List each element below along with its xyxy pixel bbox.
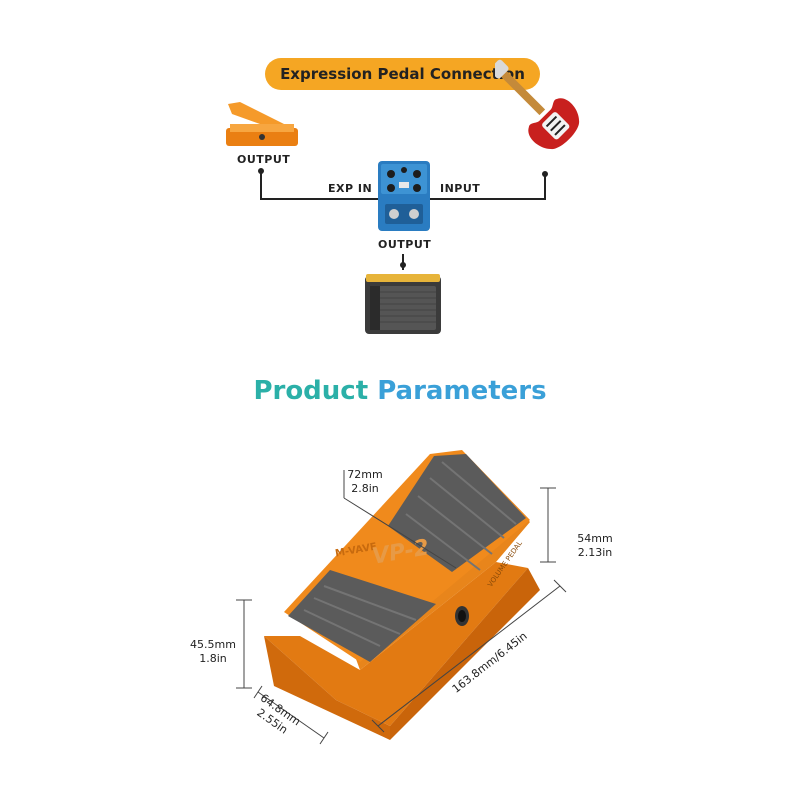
wire-pin — [400, 262, 406, 268]
dim-height-front-in: 1.8in — [199, 652, 227, 665]
amplifier-icon — [365, 274, 441, 334]
wire-pedal-down — [260, 173, 262, 199]
dim-height-front: 45.5mm 1.8in — [188, 638, 238, 666]
effect-pedal-icon — [378, 161, 430, 231]
dim-height-back-mm: 54mm — [577, 532, 613, 545]
product-parameters-title: Product Parameters — [0, 376, 800, 406]
product-pedal-image — [264, 450, 540, 740]
guitar-icon — [495, 59, 580, 150]
title-part-1: Product — [253, 376, 378, 406]
dim-height-back: 54mm 2.13in — [570, 532, 620, 560]
pedal-output-label: OUTPUT — [237, 153, 291, 166]
wire-guitar-down — [544, 176, 546, 200]
dim-height-back-in: 2.13in — [577, 546, 613, 559]
effect-output-label: OUTPUT — [378, 238, 432, 251]
input-label: INPUT — [440, 182, 481, 195]
connection-title: Expression Pedal Connection — [280, 65, 525, 83]
wire-pin — [542, 171, 548, 177]
dim-width-top-mm: 72mm — [347, 468, 383, 481]
wire-effect-to-guitar — [430, 198, 546, 200]
title-part-2: Parameters — [377, 376, 547, 406]
wire-pedal-to-effect — [260, 198, 380, 200]
dim-width-top: 72mm 2.8in — [340, 468, 390, 496]
wire-pin — [258, 168, 264, 174]
dim-width-top-in: 2.8in — [351, 482, 379, 495]
dim-height-front-mm: 45.5mm — [190, 638, 236, 651]
expression-pedal-icon — [226, 102, 298, 146]
exp-in-label: EXP IN — [328, 182, 373, 195]
